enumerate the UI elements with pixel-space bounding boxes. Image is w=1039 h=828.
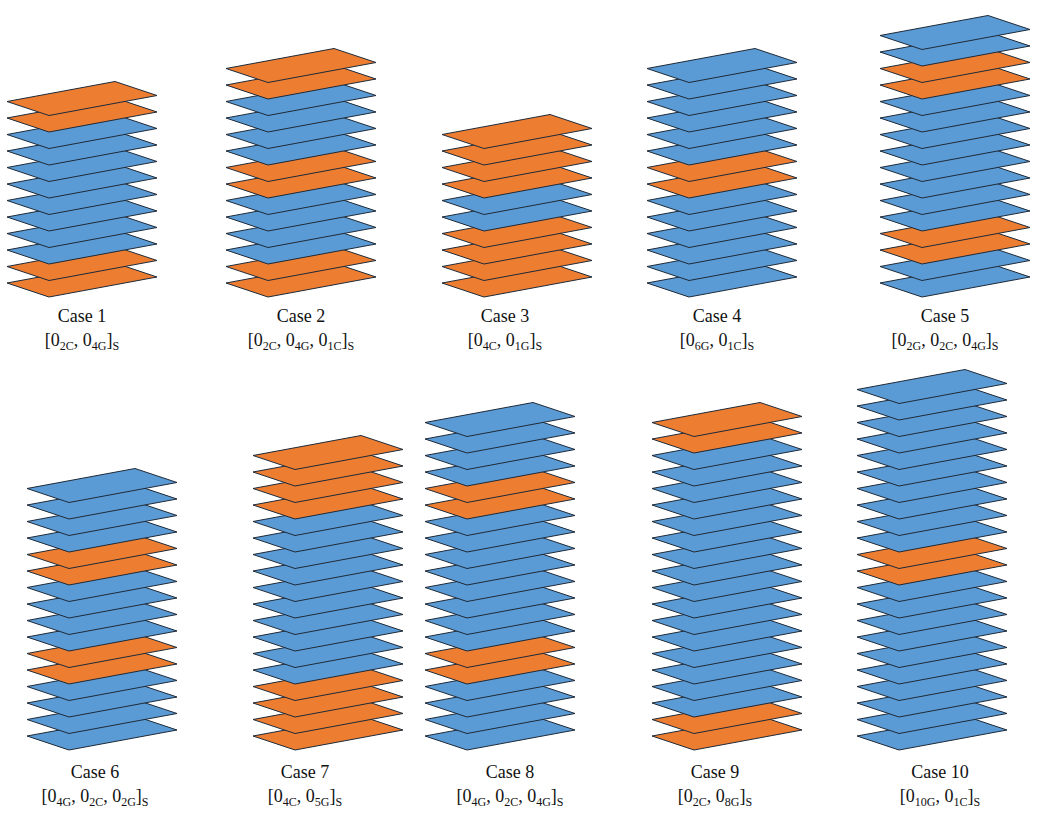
layup-notation: [010G, 01C]S xyxy=(900,786,980,808)
laminate-stack xyxy=(442,115,592,298)
case-name: Case 1 xyxy=(58,306,107,328)
ply-layer xyxy=(226,49,376,83)
ply-layer xyxy=(7,82,157,116)
case-name: Case 4 xyxy=(693,306,742,328)
laminate-stack xyxy=(652,403,802,751)
ply-layer xyxy=(652,403,802,437)
case-name: Case 7 xyxy=(281,762,330,784)
layup-notation: [06G, 01C]S xyxy=(680,330,754,352)
layup-notation: [04C, 01G]S xyxy=(468,330,542,352)
ply-layer xyxy=(647,49,797,83)
layup-notation: [04G, 02C, 02G]S xyxy=(41,786,148,808)
case-name: Case 8 xyxy=(486,762,535,784)
layup-notation: [02C, 04G, 01C]S xyxy=(248,330,354,352)
layup-notation: [02C, 04G]S xyxy=(45,330,119,352)
layup-notation: [02G, 02C, 04G]S xyxy=(891,330,998,352)
ply-layer xyxy=(425,403,575,437)
laminate-stack xyxy=(253,436,403,751)
laminate-stack xyxy=(27,469,177,751)
case-name: Case 5 xyxy=(921,306,970,328)
case-name: Case 6 xyxy=(71,762,120,784)
ply-layer xyxy=(27,469,177,503)
ply-layer xyxy=(857,370,1007,404)
case-name: Case 10 xyxy=(911,762,969,784)
layup-notation: [02C, 08G]S xyxy=(678,786,752,808)
ply-layer xyxy=(442,115,592,149)
laminate-stack xyxy=(857,370,1007,751)
ply-layer xyxy=(880,16,1030,50)
laminate-stack xyxy=(647,49,797,298)
laminate-stack xyxy=(7,82,157,298)
laminate-stack xyxy=(880,16,1030,298)
laminate-stack xyxy=(226,49,376,298)
case-name: Case 2 xyxy=(277,306,326,328)
laminate-stack xyxy=(425,403,575,751)
layup-notation: [04G, 02C, 04G]S xyxy=(456,786,563,808)
case-name: Case 3 xyxy=(481,306,530,328)
layup-notation: [04C, 05G]S xyxy=(268,786,342,808)
ply-layer xyxy=(253,436,403,470)
case-name: Case 9 xyxy=(691,762,740,784)
